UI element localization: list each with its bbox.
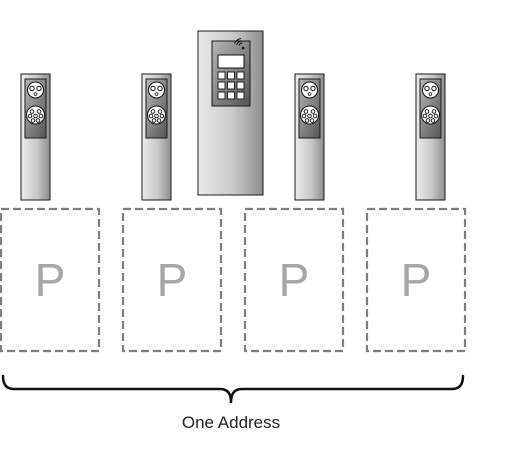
parking-space-3: P <box>243 207 345 353</box>
payment-terminal <box>197 30 264 196</box>
socket-type2-icon <box>300 105 319 125</box>
socket-type2-icon <box>26 105 45 125</box>
parking-space-label: P <box>401 254 432 306</box>
parking-space-2: P <box>121 207 223 353</box>
socket-type2-icon <box>421 105 440 125</box>
charging-post-2 <box>141 73 172 201</box>
socket-type1-icon <box>27 81 44 99</box>
charging-post-3 <box>294 73 325 201</box>
charging-post-4 <box>415 73 446 201</box>
keypad <box>217 71 245 100</box>
socket-type1-icon <box>422 81 439 99</box>
parking-space-4: P <box>365 207 467 353</box>
socket-type1-icon <box>301 81 318 99</box>
parking-space-label: P <box>35 254 66 306</box>
charging-post-1 <box>20 73 51 201</box>
curly-brace <box>1 374 465 404</box>
terminal-screen <box>217 54 245 69</box>
socket-type2-icon <box>147 105 166 125</box>
socket-type1-icon <box>148 81 165 99</box>
parking-space-label: P <box>157 254 188 306</box>
parking-space-label: P <box>279 254 310 306</box>
brace-label: One Address <box>181 413 281 432</box>
wireless-icon <box>234 38 245 50</box>
parking-space-1: P <box>0 207 101 353</box>
